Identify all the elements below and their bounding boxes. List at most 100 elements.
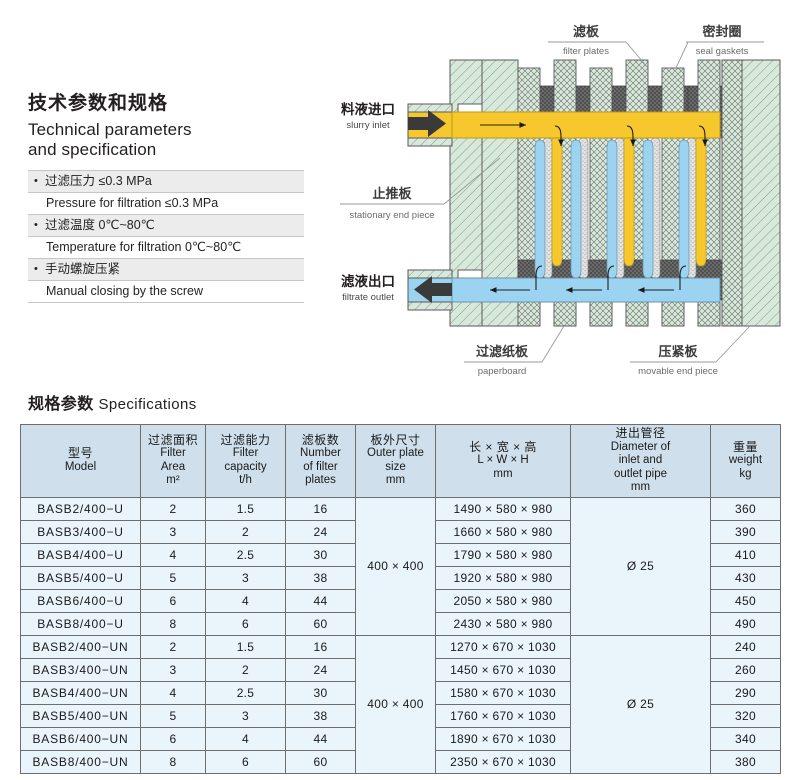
- callout-movable-end-piece: 压紧板 movable end piece: [630, 325, 751, 377]
- label-movable-end-cn: 压紧板: [658, 344, 698, 359]
- cell-model: BASB5/400−U: [20, 565, 141, 590]
- cell-capacity: 4: [205, 726, 286, 751]
- label-stationary-end-cn: 止推板: [372, 186, 412, 201]
- callout-filtrate-outlet: 滤液出口 filtrate outlet: [341, 273, 395, 303]
- tech-param-en-text: Temperature for filtration 0℃~80℃: [46, 240, 242, 255]
- cell-weight: 290: [710, 680, 781, 705]
- cell-plates: 60: [285, 611, 356, 636]
- callout-filter-plates: 滤板 filter plates: [548, 24, 649, 69]
- cell-model: BASB8/400−UN: [20, 749, 141, 774]
- cell-plates: 30: [285, 542, 356, 567]
- cell-model: BASB2/400−U: [20, 496, 141, 521]
- cell-plates: 16: [285, 634, 356, 659]
- cell-model: BASB5/400−UN: [20, 703, 141, 728]
- column-header-en-line: Filter: [160, 447, 186, 460]
- cell-model: BASB8/400−U: [20, 611, 141, 636]
- tech-param-en: Pressure for filtration ≤0.3 MPa: [28, 193, 304, 216]
- tech-param-en-text: Pressure for filtration ≤0.3 MPa: [46, 196, 219, 211]
- tech-param-cn-text: 过滤压力 ≤0.3 MPa: [45, 174, 152, 189]
- cell-lwh: 1890 × 670 × 1030: [435, 726, 571, 751]
- cell-capacity: 3: [205, 703, 286, 728]
- column-header-en-line: weight: [728, 454, 763, 466]
- cell-model: BASB3/400−U: [20, 519, 141, 544]
- label-filter-plates-cn: 滤板: [573, 24, 600, 39]
- cell-area: 5: [140, 565, 206, 590]
- cell-lwh: 2050 × 580 × 980: [435, 588, 571, 613]
- cell-weight: 240: [710, 634, 781, 659]
- tech-param-en-text: Manual closing by the screw: [46, 284, 204, 299]
- column-header-en-line: mm: [630, 481, 651, 493]
- technical-parameters-title-en: Technical parameters and specification: [28, 120, 304, 161]
- column-header-cn: 过滤能力: [220, 432, 271, 447]
- cell-area: 3: [140, 519, 206, 544]
- column-header-cn: 重量: [732, 439, 758, 454]
- label-slurry-inlet-en: slurry inlet: [346, 120, 390, 131]
- cell-weight: 490: [710, 611, 781, 636]
- technical-parameters-title-en-line1: Technical parameters: [28, 119, 192, 139]
- bullet-icon: •: [34, 219, 38, 232]
- filtrate-channels: [534, 139, 690, 279]
- cell-lwh: 1760 × 670 × 1030: [435, 703, 571, 728]
- cell-plates: 16: [285, 496, 356, 521]
- cell-lwh: 1580 × 670 × 1030: [435, 680, 571, 705]
- column-header-en-line: Filter: [232, 447, 259, 460]
- cell-model: BASB6/400−UN: [20, 726, 141, 751]
- callout-seal-gaskets: 密封圈 seal gaskets: [675, 24, 764, 69]
- cell-plates: 30: [285, 680, 356, 705]
- cell-model: BASB2/400−UN: [20, 634, 141, 659]
- cell-area: 6: [140, 726, 206, 751]
- column-header-en-line: Diameter of: [610, 440, 671, 453]
- cell-lwh: 1490 × 580 × 980: [435, 496, 571, 521]
- column-header-cn: 进出管径: [615, 426, 666, 440]
- cell-lwh: 2350 × 670 × 1030: [435, 749, 571, 774]
- cell-outer-plate-size: 400 × 400: [355, 634, 436, 774]
- cell-weight: 360: [710, 496, 781, 521]
- cell-capacity: 3: [205, 565, 286, 590]
- column-header-cn: 滤板数: [301, 432, 340, 447]
- column-header-en-line: mm: [385, 474, 406, 487]
- cell-capacity: 2: [205, 519, 286, 544]
- label-paperboard-cn: 过滤纸板: [476, 344, 529, 359]
- cell-plates: 38: [285, 703, 356, 728]
- label-slurry-inlet-cn: 料液进口: [341, 101, 395, 117]
- bullet-icon: •: [34, 175, 38, 188]
- label-movable-end-en: movable end piece: [638, 366, 718, 377]
- cell-area: 2: [140, 496, 206, 521]
- cell-plates: 38: [285, 565, 356, 590]
- column-header-en-line: m²: [166, 474, 180, 487]
- cell-area: 8: [140, 611, 206, 636]
- label-stationary-end-en: stationary end piece: [349, 210, 434, 221]
- cell-lwh: 1270 × 670 × 1030: [435, 634, 571, 659]
- bullet-icon: •: [34, 263, 38, 276]
- cell-model: BASB6/400−U: [20, 588, 141, 613]
- cell-lwh: 1660 × 580 × 980: [435, 519, 571, 544]
- cell-pipe-diameter: Ø 25: [570, 496, 711, 636]
- cell-capacity: 6: [205, 611, 286, 636]
- cell-capacity: 2: [205, 657, 286, 682]
- label-seal-gaskets-cn: 密封圈: [701, 24, 741, 39]
- column-header-en-line: plates: [305, 474, 336, 487]
- cell-area: 4: [140, 542, 206, 567]
- cell-capacity: 2.5: [205, 680, 286, 705]
- column-header-cn: 板外尺寸: [370, 432, 421, 447]
- specifications-heading-cn: 规格参数: [28, 396, 94, 413]
- tech-param-cn: • 过滤温度 0℃~80℃: [28, 215, 304, 238]
- cell-weight: 340: [710, 726, 781, 751]
- cell-area: 2: [140, 634, 206, 659]
- column-header-cn: 型号: [67, 446, 93, 461]
- tech-param-cn-text: 过滤温度 0℃~80℃: [45, 218, 155, 233]
